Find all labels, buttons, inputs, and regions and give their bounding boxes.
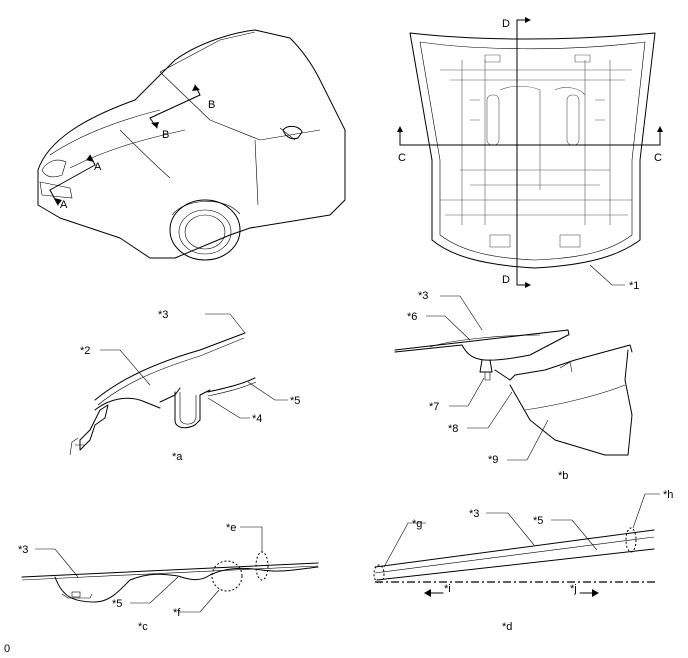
section-a-view: *3 *2 *4 *5 *a xyxy=(69,309,300,463)
callout-1: *1 xyxy=(629,280,639,292)
callout-6: *6 xyxy=(407,311,417,323)
callout-2: *2 xyxy=(80,345,90,357)
section-d-label: D xyxy=(502,274,510,286)
callout-i: *i xyxy=(444,583,451,595)
callout-7: *7 xyxy=(429,401,439,413)
callout-3: *3 xyxy=(18,544,28,556)
section-d-view: *g *3 *5 *h *i *j *d xyxy=(373,489,673,633)
callout-8: *8 xyxy=(448,423,458,435)
section-b-label: B xyxy=(162,129,169,141)
callout-5: *5 xyxy=(290,395,300,407)
hood-view: D D C C *1 xyxy=(397,17,663,292)
section-b-view: *3 *6 *7 *8 *9 *b xyxy=(394,290,633,482)
callout-9: *9 xyxy=(488,454,498,466)
callout-g: *g xyxy=(412,518,422,530)
callout-5: *5 xyxy=(533,515,543,527)
section-c-label: C xyxy=(398,152,406,164)
caption-a: *a xyxy=(172,451,183,463)
section-b-label: B xyxy=(208,99,215,111)
callout-3: *3 xyxy=(469,508,479,520)
caption-d: *d xyxy=(502,621,512,633)
section-c-label: C xyxy=(654,152,662,164)
callout-3: *3 xyxy=(418,290,428,302)
caption-c: *c xyxy=(138,621,148,633)
section-d-label: D xyxy=(502,18,510,30)
figure-code: 0 xyxy=(4,643,10,655)
section-c-view: *3 *5 *e *f *c xyxy=(18,522,319,633)
section-a-label: A xyxy=(60,199,68,211)
callout-e: *e xyxy=(226,522,236,534)
caption-b: *b xyxy=(558,470,568,482)
callout-f: *f xyxy=(173,607,181,619)
callout-4: *4 xyxy=(252,413,262,425)
callout-h: *h xyxy=(663,489,673,501)
callout-5: *5 xyxy=(112,598,122,610)
section-a-label: A xyxy=(94,161,102,173)
car-view: A A B B xyxy=(37,29,346,261)
callout-j: *j xyxy=(570,583,577,595)
callout-3: *3 xyxy=(158,309,168,321)
